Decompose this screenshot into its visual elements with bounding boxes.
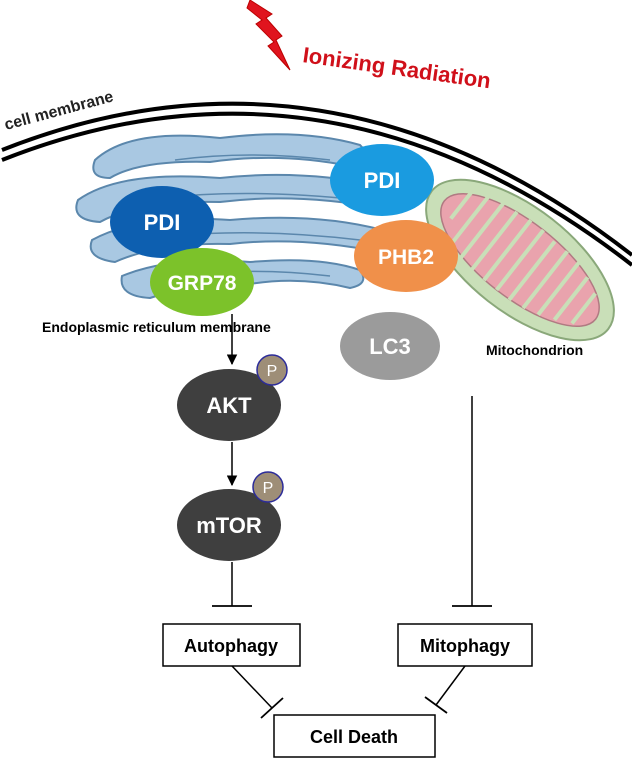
cell-death-box: Cell Death [273, 714, 436, 758]
pdi-er-node: PDI [110, 186, 214, 258]
cell-membrane-outer [1, 101, 632, 257]
pdi-er-label: PDI [144, 210, 181, 235]
grp78-label: GRP78 [168, 272, 237, 295]
mtor-phospho-label: P [263, 480, 274, 497]
mtor-node: mTOR [177, 489, 281, 561]
autophagy-box: Autophagy [162, 623, 301, 667]
autophagy-label: Autophagy [184, 636, 278, 656]
lc3-node: LC3 [340, 312, 440, 380]
inhibit-mitophagy-stem [435, 665, 466, 706]
ionizing-radiation-label: Ionizing Radiation [301, 42, 492, 93]
inhibit-mitophagy-bar [424, 696, 448, 714]
akt-phospho-badge: P [256, 354, 288, 386]
mitochondrion-organelle [425, 178, 615, 342]
inhibit-autophagy-stem [231, 665, 273, 709]
mtor-label: mTOR [196, 513, 262, 538]
er-membrane-label: Endoplasmic reticulum membrane [42, 319, 271, 335]
akt-label: AKT [206, 393, 252, 418]
cell-death-label: Cell Death [310, 727, 398, 747]
pdi-mito-label: PDI [364, 168, 401, 193]
cell-membrane-inner [1, 111, 632, 267]
lc3-label: LC3 [369, 334, 411, 359]
cell-membrane-label: cell membrane [3, 88, 116, 133]
mitophagy-box: Mitophagy [397, 623, 533, 667]
lightning-bolt-icon [246, 0, 291, 71]
akt-phospho-label: P [267, 363, 278, 380]
pdi-mito-node: PDI [330, 144, 434, 216]
inhibit-autophagy-bar [260, 697, 284, 719]
grp78-node: GRP78 [150, 248, 254, 316]
phb2-node: PHB2 [354, 220, 458, 292]
akt-node: AKT [177, 369, 281, 441]
mtor-phospho-badge: P [252, 471, 284, 503]
mitochondrion-label: Mitochondrion [486, 342, 583, 358]
phb2-label: PHB2 [378, 246, 434, 269]
mitophagy-label: Mitophagy [420, 636, 510, 656]
